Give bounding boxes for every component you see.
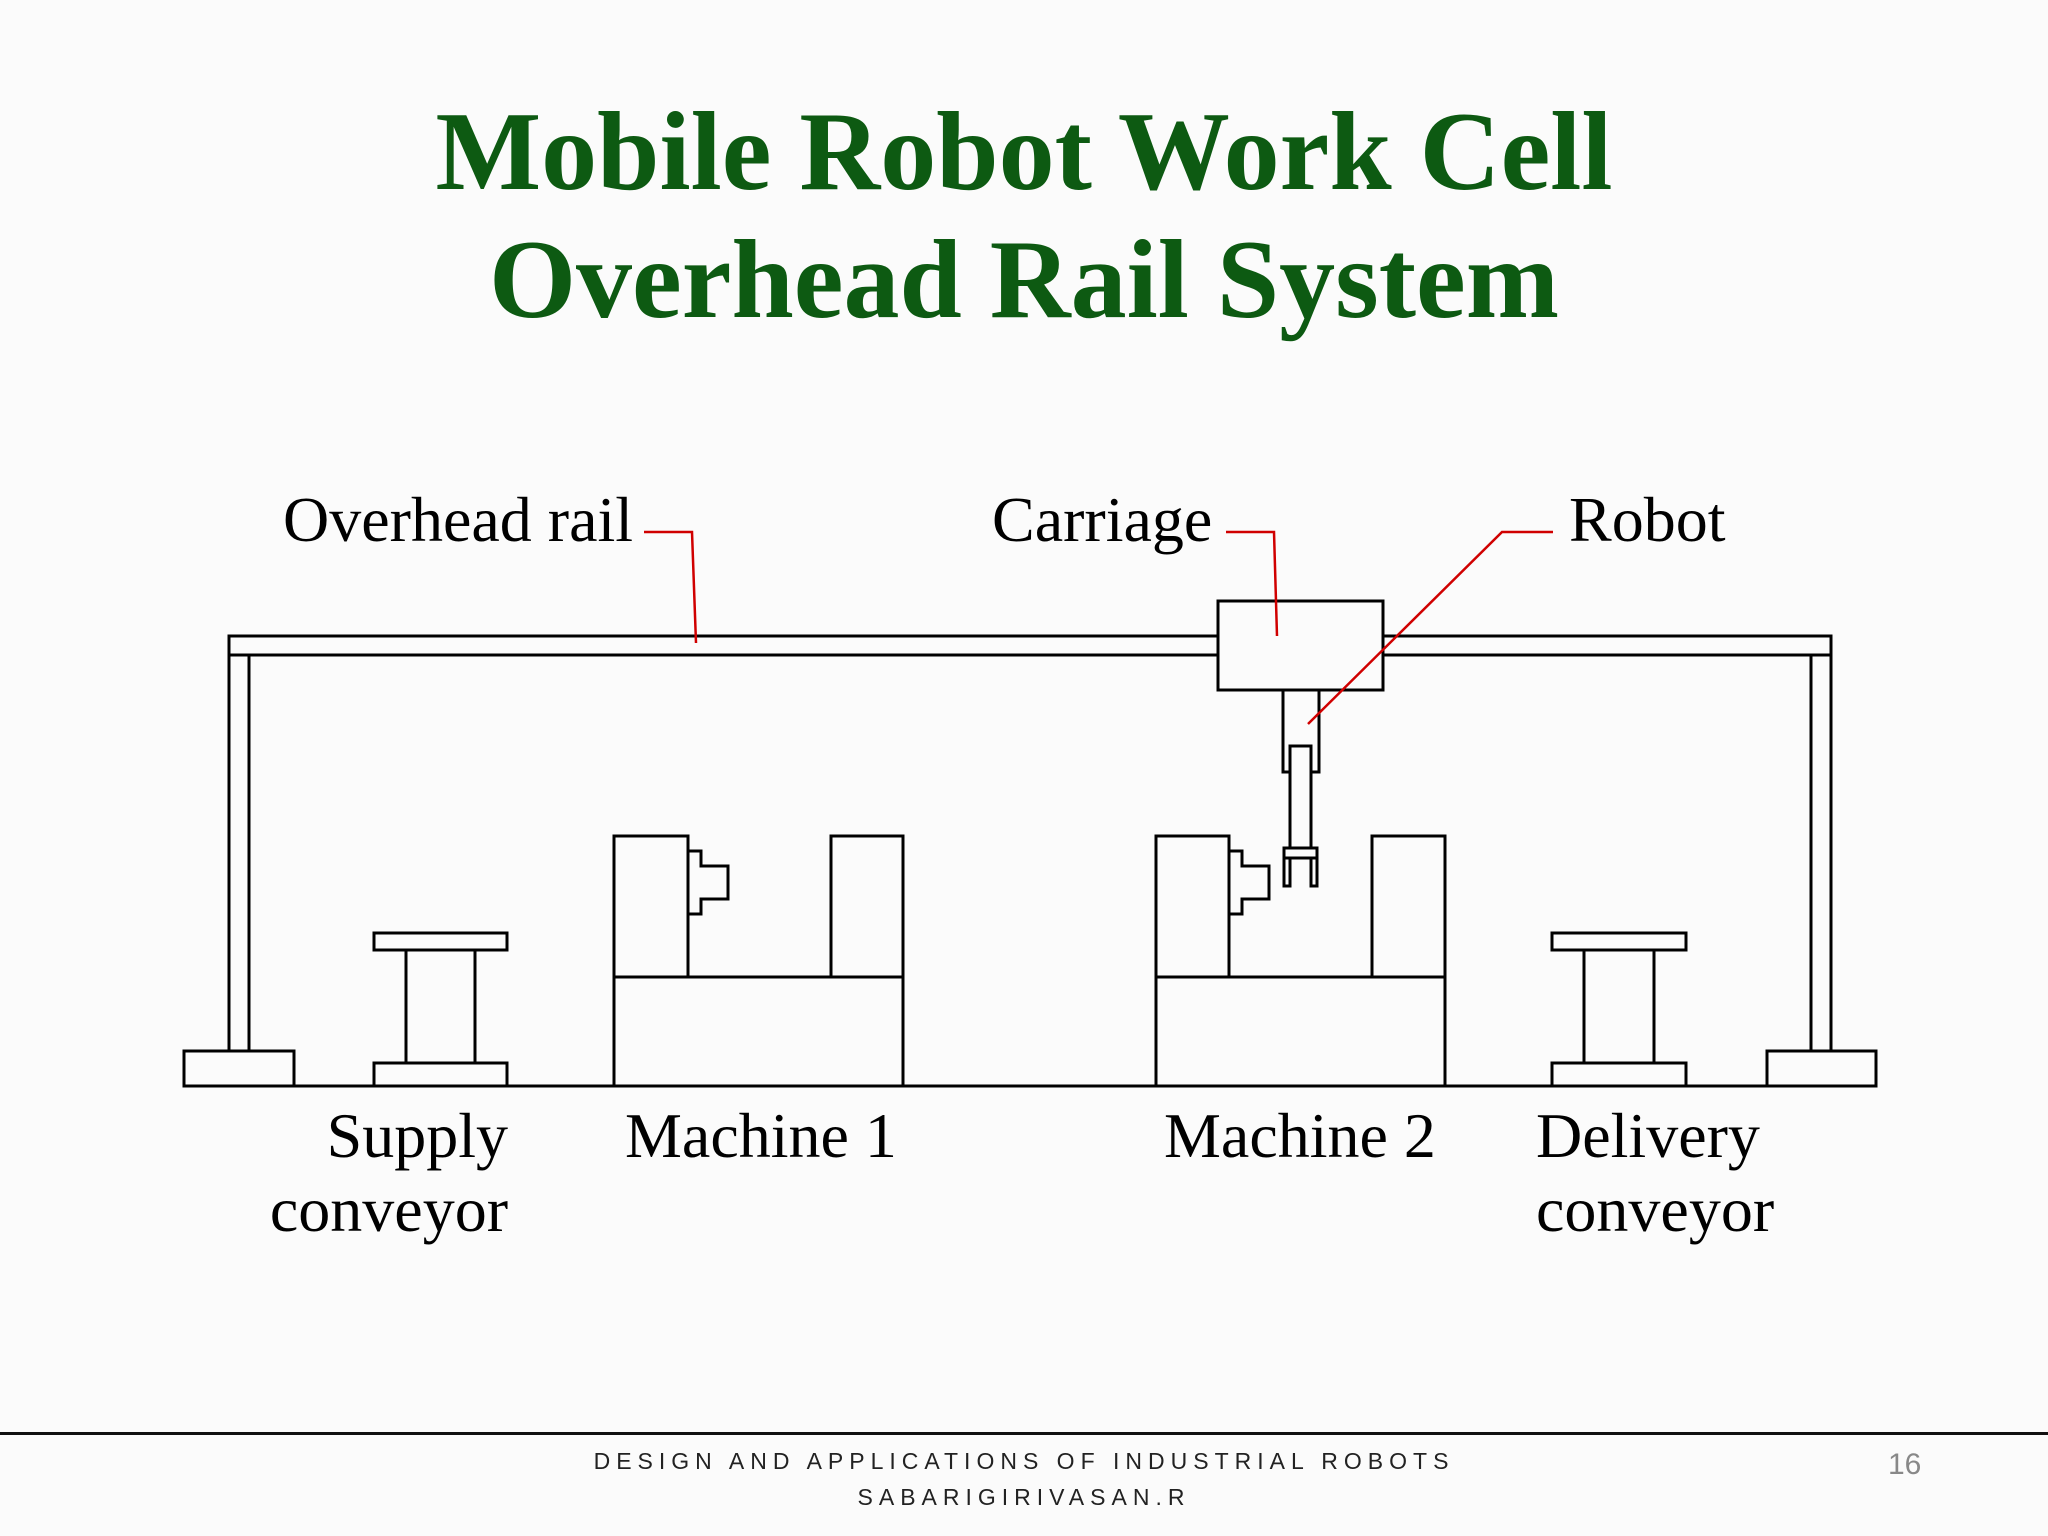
footer-author: SABARIGIRIVASAN.R (857, 1484, 1191, 1510)
footer-divider (0, 1432, 2048, 1435)
robot-gripper-left (1282, 856, 1292, 888)
delivery-conveyor-top (1550, 931, 1688, 952)
robot-gripper-right (1309, 856, 1319, 888)
delivery-conveyor-label-line-1: Delivery (1536, 1100, 1760, 1171)
machine-2-tailstock (1370, 834, 1447, 979)
footer-course: DESIGN AND APPLICATIONS OF INDUSTRIAL RO… (593, 1448, 1455, 1474)
delivery-conveyor-stand (1582, 948, 1656, 1065)
machine-1-chuck (688, 849, 730, 916)
machine-2-label: Machine 2 (1164, 1100, 1436, 1171)
title-line-1: Mobile Robot Work Cell (435, 90, 1613, 214)
supply-conveyor-base (372, 1061, 509, 1088)
left-rail-post (227, 653, 251, 1053)
title-line-2: Overhead Rail System (488, 218, 1560, 342)
slide-title: Mobile Robot Work Cell Overhead Rail Sys… (0, 88, 2048, 344)
machine-2-headstock (1154, 834, 1231, 979)
supply-conveyor-top (372, 931, 509, 952)
left-post-base (182, 1049, 296, 1088)
robot-wrist (1282, 846, 1319, 860)
machine-2-chuck (1229, 849, 1271, 916)
carriage-label: Carriage (992, 484, 1213, 555)
machine-1-label: Machine 1 (625, 1100, 897, 1171)
machine-1-tailstock (829, 834, 905, 979)
supply-conveyor-stand (404, 948, 477, 1065)
right-rail-post (1809, 653, 1833, 1053)
delivery-conveyor-label-line-2: conveyor (1536, 1174, 1775, 1245)
delivery-conveyor-base (1550, 1061, 1688, 1088)
supply-conveyor-label-line-2: conveyor (269, 1174, 508, 1245)
overhead-rail-beam (227, 634, 1833, 657)
carriage-leader (1226, 530, 1279, 637)
carriage (1216, 599, 1385, 692)
robot-leader (1307, 530, 1553, 725)
right-post-base (1765, 1049, 1878, 1088)
machine-2-bed (1154, 975, 1447, 1088)
overhead-rail-label: Overhead rail (283, 484, 634, 555)
robot-label: Robot (1569, 484, 1726, 555)
robot-lower-arm (1288, 744, 1313, 850)
overhead-rail-leader (644, 530, 698, 644)
supply-conveyor-label-line-1: Supply (326, 1100, 508, 1171)
machine-1-headstock (612, 834, 690, 979)
page-number: 16 (1888, 1448, 1922, 1481)
machine-1-bed (612, 975, 905, 1088)
